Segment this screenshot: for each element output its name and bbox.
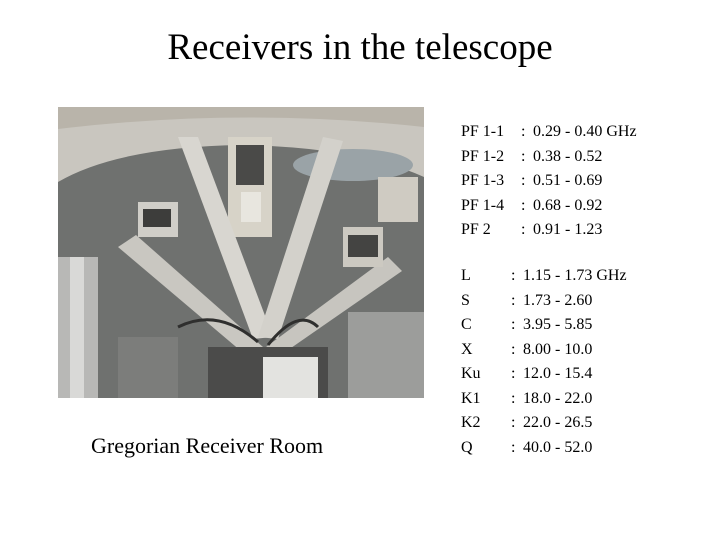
band-range: 40.0 - 52.0 — [523, 438, 593, 456]
band-name: Ku — [461, 365, 481, 382]
band-row: K1:18.0 - 22.0 — [461, 387, 627, 412]
band-name: S — [461, 291, 470, 309]
band-name: PF 1-3 — [461, 172, 505, 189]
band-name: Q — [461, 438, 473, 456]
receiver-room-photo — [58, 107, 424, 398]
band-separator: : — [521, 221, 526, 238]
band-row: S:1.73 - 2.60 — [461, 289, 627, 314]
photo-caption: Gregorian Receiver Room — [91, 433, 324, 458]
band-row: Ku:12.0 - 15.4 — [461, 362, 627, 387]
platform-bands-list: PF 1-1:0.29 - 0.40 GHz PF 1-2:0.38 - 0.5… — [461, 120, 637, 243]
band-name: C — [461, 316, 472, 333]
band-separator: : — [511, 291, 516, 309]
band-name: PF 1-4 — [461, 196, 505, 214]
band-separator: : — [511, 414, 516, 431]
band-separator: : — [511, 438, 516, 456]
band-name: K2 — [461, 414, 481, 431]
band-name: PF 1-2 — [461, 147, 505, 165]
band-name: K1 — [461, 389, 481, 407]
band-row: PF 1-4:0.68 - 0.92 — [461, 194, 637, 219]
band-range: 22.0 - 26.5 — [523, 414, 593, 431]
band-row: L:1.15 - 1.73 GHz — [461, 264, 627, 289]
band-row: X:8.00 - 10.0 — [461, 338, 627, 363]
band-range: 12.0 - 15.4 — [523, 365, 593, 382]
band-separator: : — [511, 365, 516, 382]
band-range: 1.73 - 2.60 — [523, 291, 593, 309]
band-row: Q:40.0 - 52.0 — [461, 436, 627, 461]
band-separator: : — [521, 123, 526, 140]
band-name: L — [461, 267, 471, 284]
band-separator: : — [521, 147, 526, 165]
band-range: 0.29 - 0.40 GHz — [533, 123, 637, 140]
band-separator: : — [511, 267, 516, 284]
band-separator: : — [521, 172, 526, 189]
band-row: C:3.95 - 5.85 — [461, 313, 627, 338]
band-row: K2:22.0 - 26.5 — [461, 411, 627, 436]
gregorian-bands-list: L:1.15 - 1.73 GHz S:1.73 - 2.60 C:3.95 -… — [461, 264, 627, 460]
band-name: X — [461, 340, 473, 358]
band-separator: : — [511, 389, 516, 407]
band-row: PF 1-3:0.51 - 0.69 — [461, 169, 637, 194]
band-range: 0.51 - 0.69 — [533, 172, 603, 189]
band-name: PF 1-1 — [461, 123, 505, 140]
band-row: PF 2:0.91 - 1.23 — [461, 218, 637, 243]
band-range: 0.38 - 0.52 — [533, 147, 603, 165]
band-separator: : — [511, 340, 516, 358]
band-separator: : — [511, 316, 516, 333]
band-name: PF 2 — [461, 221, 491, 238]
band-row: PF 1-2:0.38 - 0.52 — [461, 145, 637, 170]
band-range: 8.00 - 10.0 — [523, 340, 593, 358]
band-range: 18.0 - 22.0 — [523, 389, 593, 407]
band-range: 3.95 - 5.85 — [523, 316, 593, 333]
band-range: 1.15 - 1.73 GHz — [523, 267, 627, 284]
band-range: 0.68 - 0.92 — [533, 196, 603, 214]
band-separator: : — [521, 196, 526, 214]
band-row: PF 1-1:0.29 - 0.40 GHz — [461, 120, 637, 145]
slide-title: Receivers in the telescope — [167, 27, 553, 68]
band-range: 0.91 - 1.23 — [533, 221, 603, 238]
